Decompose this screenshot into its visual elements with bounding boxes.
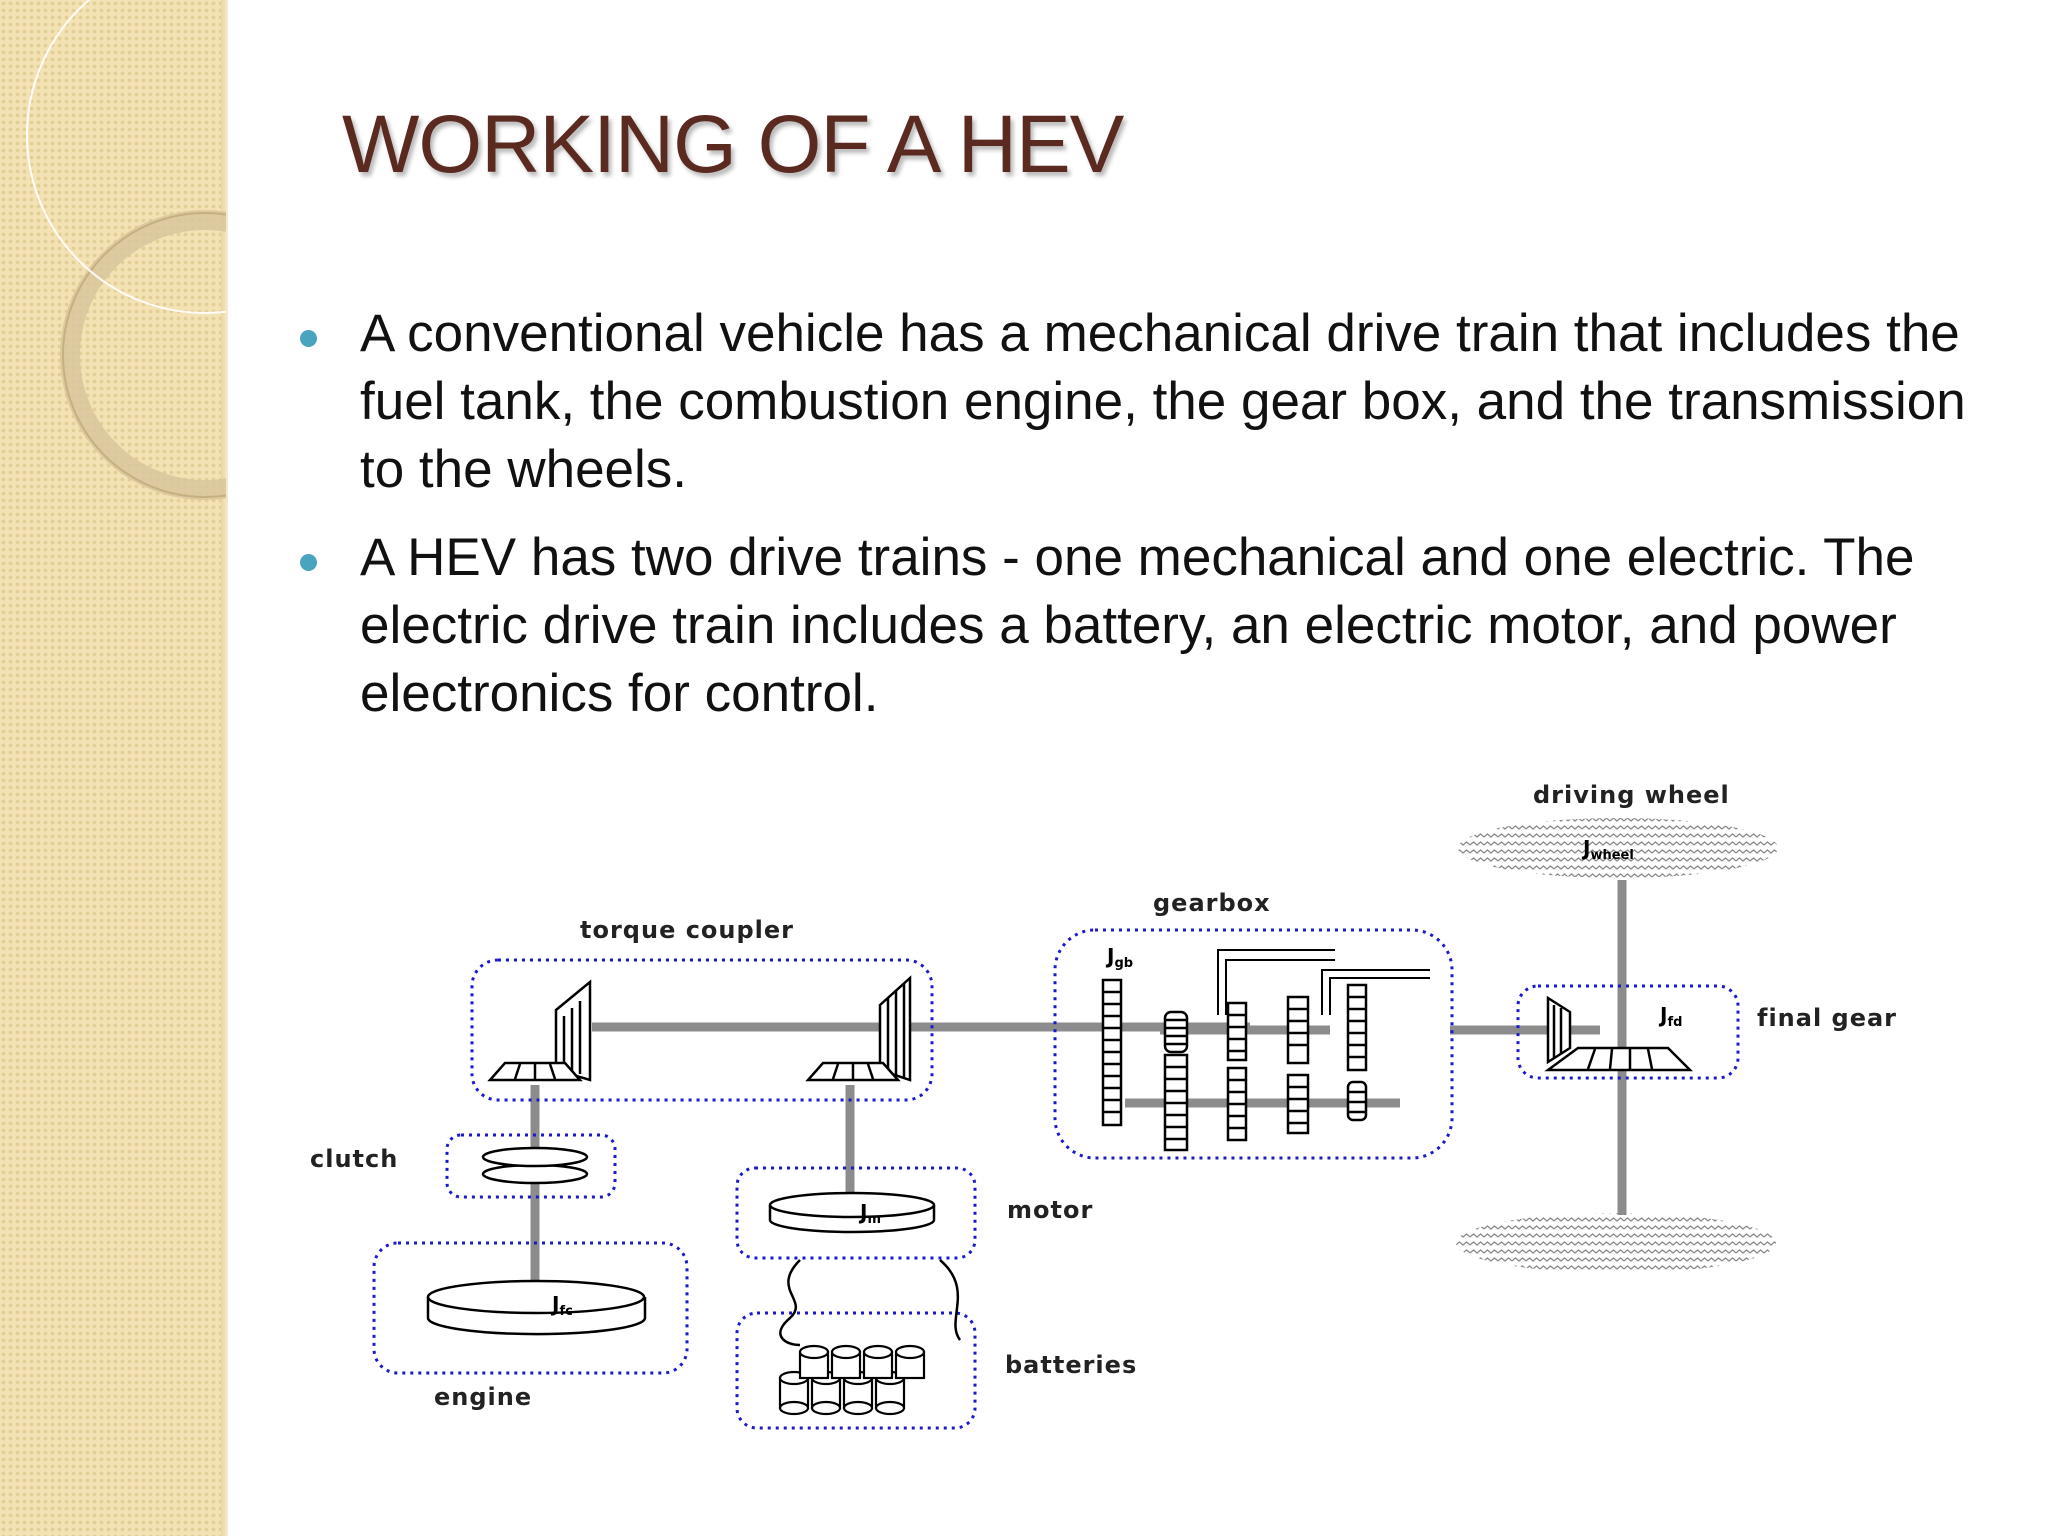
slide-title: WORKING OF A HEV xyxy=(342,99,1124,190)
bullet-text: A HEV has two drive trains - one mechani… xyxy=(360,528,1915,723)
gearbox-gears-icon xyxy=(1101,978,1368,1152)
power-cables xyxy=(779,1259,962,1347)
engine-flywheel-icon xyxy=(426,1279,647,1336)
motor-label: motor xyxy=(1007,1196,1093,1224)
motor-rotor-icon xyxy=(768,1191,936,1234)
bullet-item: A HEV has two drive trains - one mechani… xyxy=(290,524,2010,728)
gear-selector-rods xyxy=(1217,949,1430,1015)
clutch-label: clutch xyxy=(310,1145,398,1173)
final-gear-label: final gear xyxy=(1757,1004,1897,1032)
engine-inertia-symbol: Jfc xyxy=(550,1292,573,1319)
final-gear-inertia-symbol: Jfd xyxy=(1658,1003,1682,1030)
gearbox-inertia-symbol: Jgb xyxy=(1105,944,1133,971)
gearbox-label: gearbox xyxy=(1153,889,1271,917)
motor-inertia-symbol: Jm xyxy=(858,1200,881,1227)
bullet-list: A conventional vehicle has a mechanical … xyxy=(290,300,2010,728)
clutch-box xyxy=(445,1133,617,1199)
batteries-box xyxy=(735,1311,977,1430)
decorative-rings xyxy=(26,0,226,500)
bullet-item: A conventional vehicle has a mechanical … xyxy=(290,300,2010,504)
bullet-text: A conventional vehicle has a mechanical … xyxy=(360,304,1966,499)
sidebar-edge xyxy=(221,0,228,1536)
driving-wheel-bottom-icon xyxy=(1456,1213,1776,1273)
driving-wheel-label: driving wheel xyxy=(1533,781,1730,809)
bullet-marker-icon xyxy=(300,554,317,571)
batteries-label: batteries xyxy=(1005,1351,1137,1379)
component-boxes xyxy=(372,928,1740,1430)
clutch-icon xyxy=(481,1146,589,1185)
motor-box xyxy=(735,1166,977,1260)
engine-box xyxy=(372,1241,689,1375)
battery-cells-icon xyxy=(778,1344,926,1416)
torque-coupler-label: torque coupler xyxy=(580,916,794,944)
final-gear-box xyxy=(1516,984,1740,1080)
bevel-gear-left-icon xyxy=(487,979,592,1082)
driving-wheel-top-icon xyxy=(1458,818,1778,878)
wheel-inertia-symbol: Jwheel xyxy=(1581,836,1634,863)
bevel-gear-right-icon xyxy=(805,975,912,1082)
engine-label: engine xyxy=(434,1383,532,1411)
final-gear-icon xyxy=(1544,995,1694,1072)
bullet-marker-icon xyxy=(300,330,317,347)
